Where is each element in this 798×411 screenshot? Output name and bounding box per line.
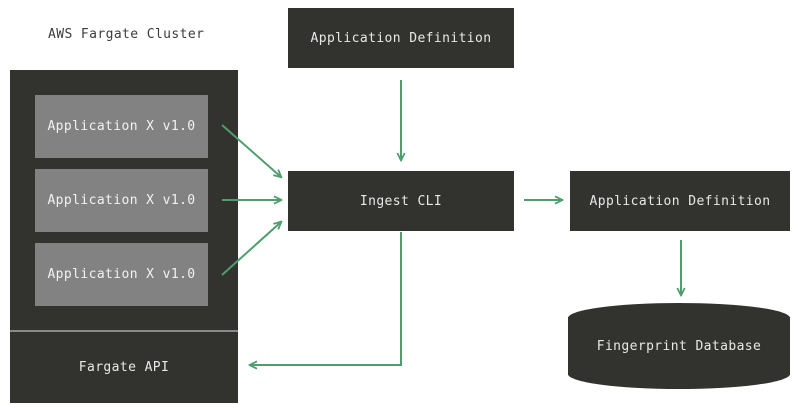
cylinder-top-cap	[568, 303, 790, 333]
application-box-1[interactable]: Application X v1.0	[35, 95, 208, 158]
cluster-title: AWS Fargate Cluster	[48, 27, 205, 42]
application-box-2[interactable]: Application X v1.0	[35, 169, 208, 232]
application-definition-top-label: Application Definition	[310, 30, 492, 46]
edge-ingest-to-fargate-api	[250, 232, 402, 365]
application-box-3-label: Application X v1.0	[47, 267, 196, 282]
cylinder-bottom-cap	[568, 359, 790, 389]
ingest-cli-label: Ingest CLI	[359, 193, 443, 209]
fingerprint-database-label: Fingerprint Database	[596, 339, 762, 354]
fingerprint-database-cylinder[interactable]: Fingerprint Database	[568, 303, 790, 389]
application-box-3[interactable]: Application X v1.0	[35, 243, 208, 306]
cluster-divider	[10, 330, 238, 332]
application-definition-right-label: Application Definition	[589, 193, 771, 209]
application-box-1-label: Application X v1.0	[47, 119, 196, 134]
ingest-cli-box[interactable]: Ingest CLI	[288, 171, 514, 231]
application-box-2-label: Application X v1.0	[47, 193, 196, 208]
application-definition-top-box[interactable]: Application Definition	[288, 8, 514, 68]
fargate-api-box[interactable]: Fargate API	[10, 332, 238, 403]
application-definition-right-box[interactable]: Application Definition	[570, 171, 790, 231]
fargate-api-label: Fargate API	[78, 360, 170, 375]
